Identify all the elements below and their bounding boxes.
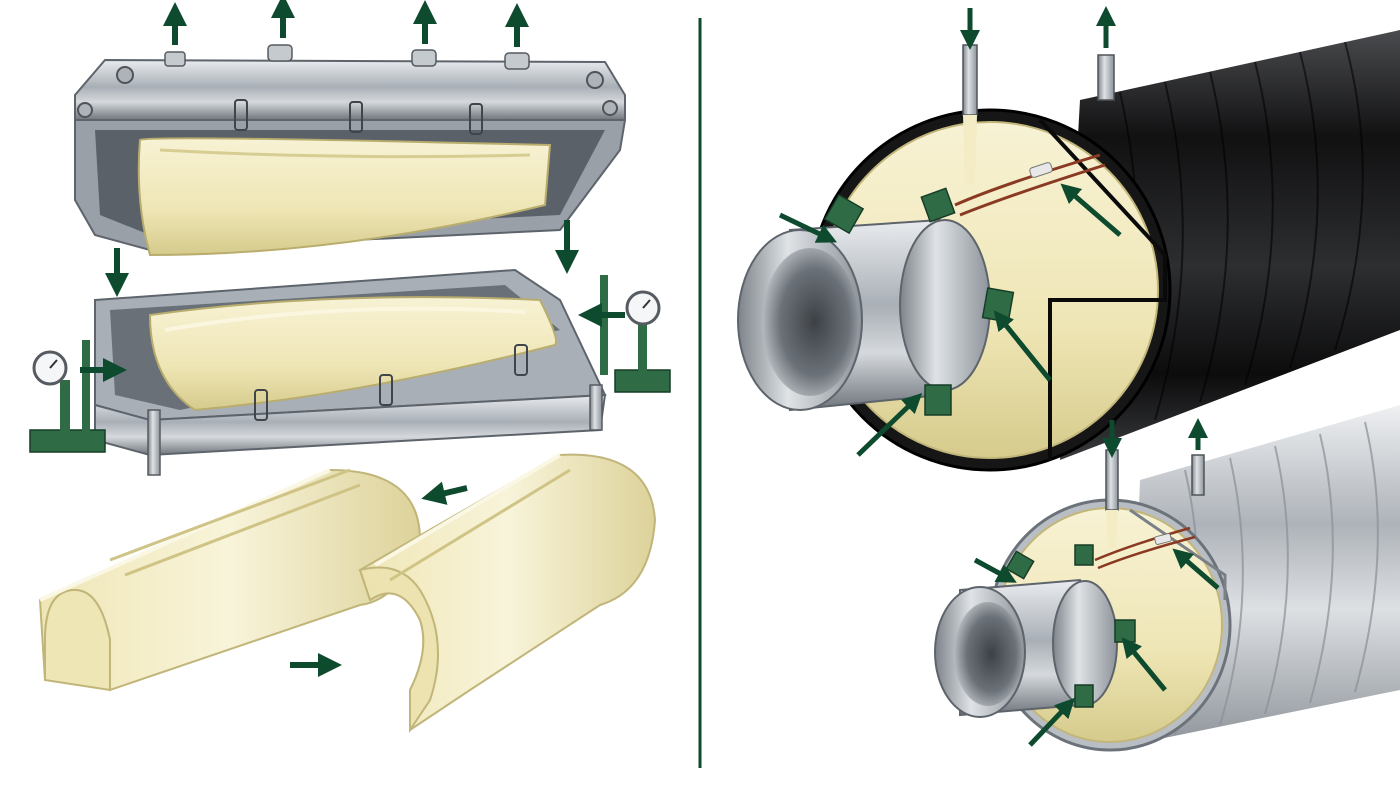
arrow-left-icon [1028, 697, 1075, 747]
arrow-left-icon [1172, 548, 1220, 590]
mold-latches [234, 99, 483, 135]
mold-arrows [80, 0, 625, 677]
arrow-left-icon [856, 393, 923, 457]
arrow-left-icon [1060, 183, 1122, 237]
mold-hinges [77, 66, 618, 118]
mold-bolts [164, 44, 530, 70]
arrow-right-icon [778, 212, 838, 243]
spacer-clips [823, 187, 1015, 416]
arrow-right-icon [973, 557, 1017, 583]
spacer-clips-small [1005, 544, 1136, 708]
galvanized-jacket-pipe [934, 405, 1400, 752]
mold-upper-half [74, 44, 627, 257]
pipe-arrows [778, 6, 1220, 747]
pipes-panel [737, 6, 1400, 752]
arrow-left-icon [993, 310, 1052, 382]
foam-half-shell-left [38, 468, 422, 692]
mold-panel [29, 0, 671, 734]
arrow-left-icon [421, 481, 468, 505]
foam-half-shell-right [358, 453, 657, 734]
alarm-wires [954, 153, 1106, 217]
pressure-gauge-left [29, 340, 106, 453]
pressure-gauge-right [600, 275, 671, 393]
arrow-left-icon [1121, 637, 1167, 692]
mold-lower-half [94, 268, 607, 476]
alarm-wires-small [1094, 526, 1196, 570]
hdpe-jacket-pipe [737, 30, 1400, 472]
mold-lower-latches [254, 344, 528, 421]
